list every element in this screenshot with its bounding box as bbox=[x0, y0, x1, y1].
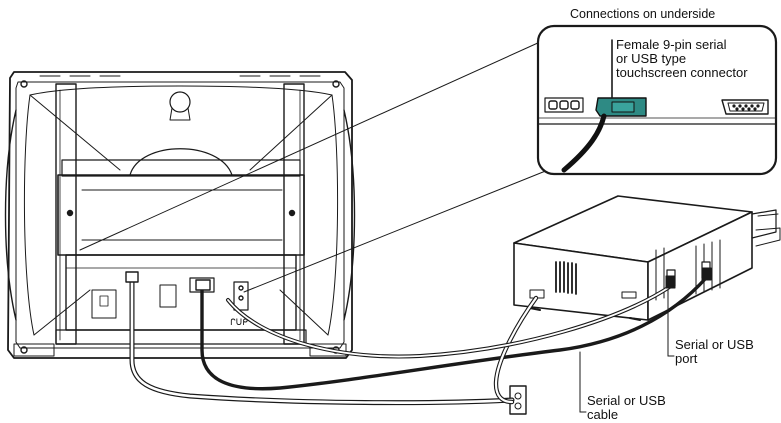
connector-label-line-3: touchscreen connector bbox=[616, 66, 748, 80]
port-label-line-2: port bbox=[675, 352, 754, 366]
port-label-line-1: Serial or USB bbox=[675, 338, 754, 352]
connector-label-line-1: Female 9-pin serial bbox=[616, 38, 748, 52]
cable-label-line-1: Serial or USB bbox=[587, 394, 666, 408]
cable-label-line-2: cable bbox=[587, 408, 666, 422]
port-label: Serial or USB port bbox=[675, 338, 754, 366]
connector-label: Female 9-pin serial or USB type touchscr… bbox=[616, 38, 748, 80]
connector-label-line-2: or USB type bbox=[616, 52, 748, 66]
vga-port-icon bbox=[722, 100, 768, 114]
underside-title: Connections on underside bbox=[570, 7, 715, 21]
cable-label: Serial or USB cable bbox=[587, 394, 666, 422]
monitor-rear: ᒋᑌᑭ bbox=[6, 72, 355, 358]
